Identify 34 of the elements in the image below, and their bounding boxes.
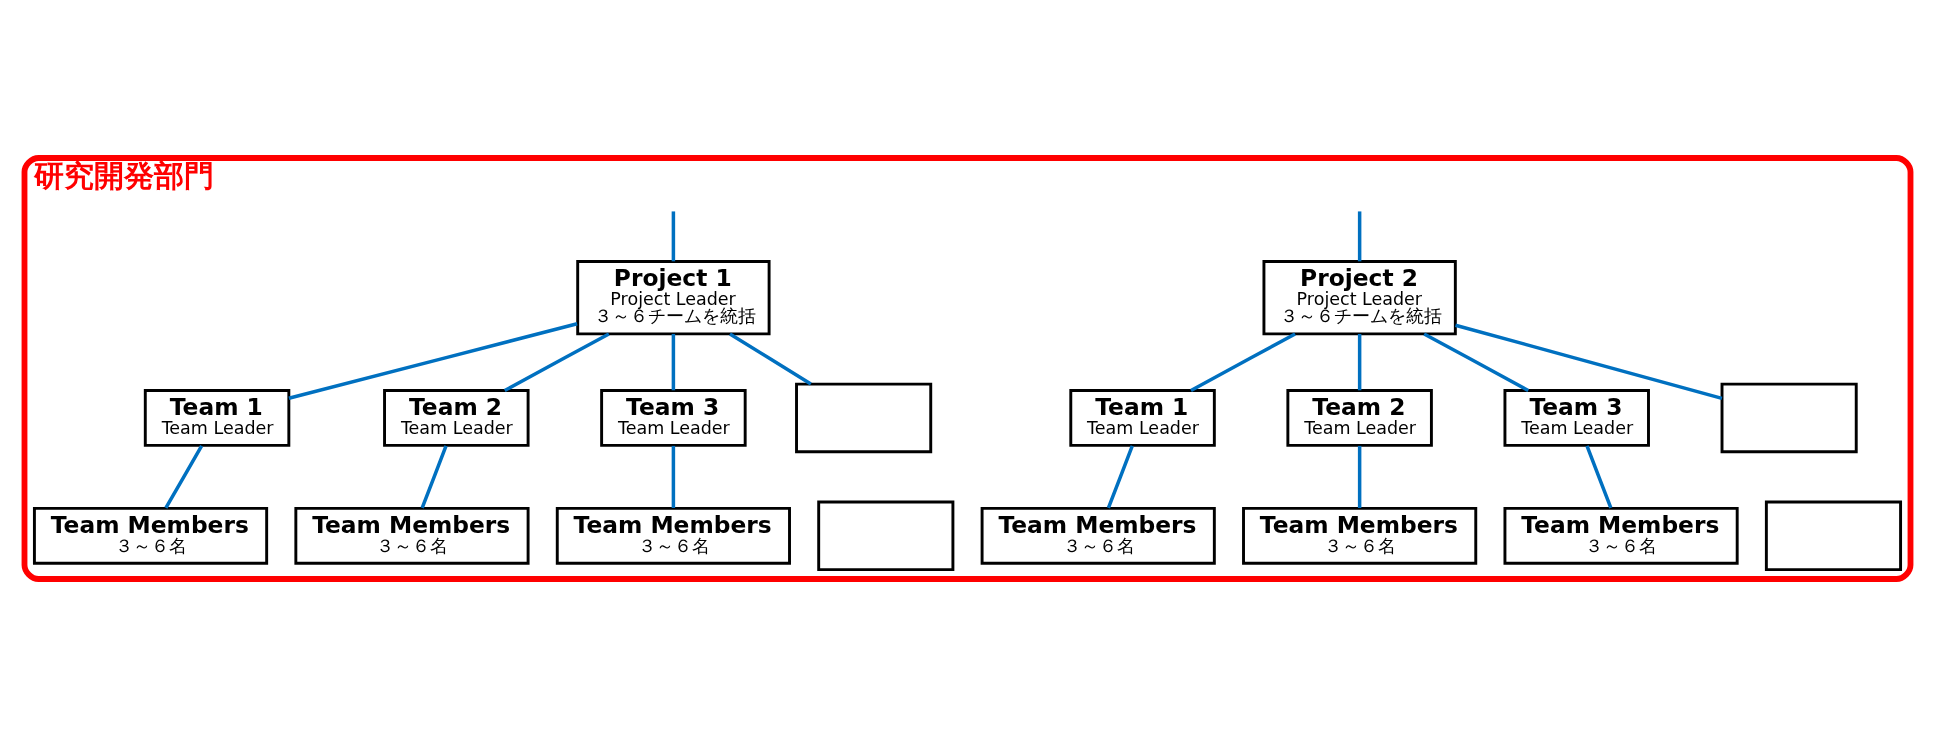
node-box: Team 3 Team Leader	[599, 388, 747, 447]
node-box: Team 3 Team Leader	[1503, 388, 1650, 447]
node-box: Team 1 Team Leader	[1068, 388, 1216, 447]
node-box	[1764, 500, 1902, 571]
connector	[1584, 444, 1612, 509]
node-box	[1720, 382, 1858, 453]
connector	[1454, 323, 1722, 400]
node-box: Team 2 Team Leader	[382, 388, 530, 447]
node-box: Team Members ３～６名	[1503, 506, 1739, 565]
connector	[1422, 331, 1529, 392]
connector	[287, 321, 578, 400]
node-box: Team Members ３～６名	[1241, 506, 1477, 565]
node-box: Team 1 Team Leader	[143, 388, 290, 447]
connector	[1106, 444, 1134, 509]
node-box: Project 1 Project Leader ３～６チームを統括	[575, 259, 771, 335]
node-box: Team Members ３～６名	[980, 506, 1216, 565]
node-box: Team Members ３～６名	[555, 506, 791, 565]
connector	[1189, 331, 1296, 392]
connector	[1357, 445, 1361, 508]
connector	[420, 444, 448, 509]
connector	[728, 331, 812, 386]
connector	[503, 331, 610, 392]
connector	[671, 333, 675, 390]
node-box: Team Members ３～６名	[32, 506, 268, 565]
node-box: Project 2 Project Leader ３～６チームを統括	[1262, 259, 1457, 335]
node-box	[816, 500, 954, 571]
connector	[671, 445, 675, 508]
connector	[163, 444, 203, 509]
node-box	[794, 382, 932, 453]
connector	[1357, 333, 1361, 390]
node-box: Team Members ３～６名	[293, 506, 530, 565]
connector	[671, 210, 675, 261]
node-box: Team 2 Team Leader	[1285, 388, 1433, 447]
connector	[1357, 210, 1361, 261]
